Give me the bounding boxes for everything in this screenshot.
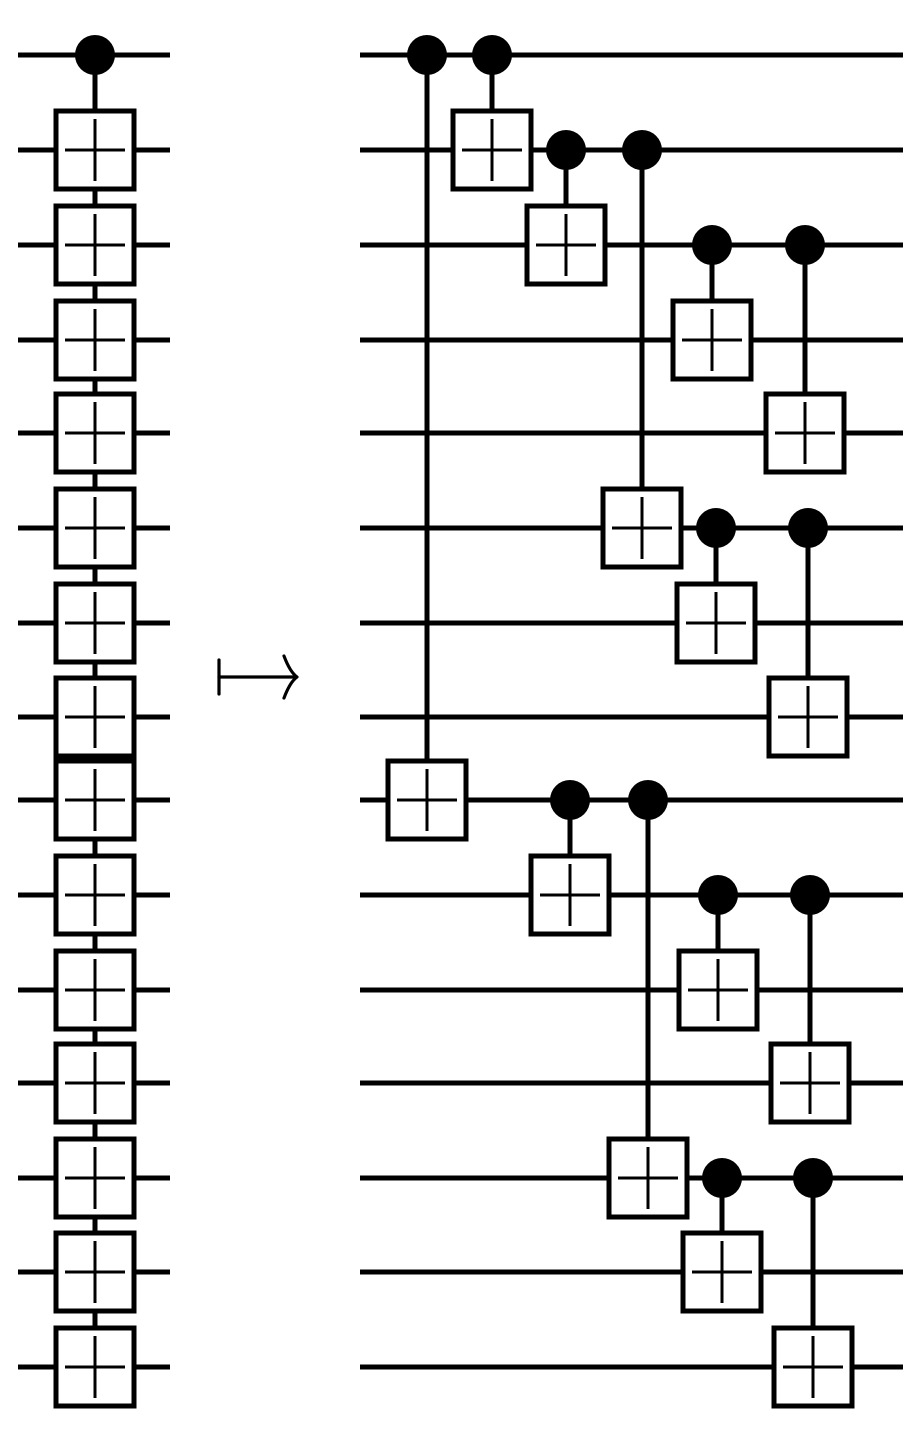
control-dot bbox=[698, 875, 738, 915]
cnot-gate bbox=[768, 875, 852, 1125]
cnot-gate bbox=[676, 875, 760, 1032]
control-dot bbox=[75, 35, 115, 75]
control-dot bbox=[790, 875, 830, 915]
control-dot bbox=[628, 780, 668, 820]
control-dot bbox=[793, 1158, 833, 1198]
control-dot bbox=[546, 130, 586, 170]
control-dot bbox=[788, 508, 828, 548]
right-tree-circuit bbox=[360, 35, 903, 1409]
cnot-gate bbox=[528, 780, 612, 937]
cnot-gate bbox=[766, 508, 850, 759]
mapsto-head bbox=[282, 654, 299, 700]
control-dot bbox=[472, 35, 512, 75]
cnot-gate bbox=[385, 35, 469, 842]
control-dot bbox=[785, 225, 825, 265]
cnot-gate bbox=[450, 35, 534, 192]
mapsto-arrow bbox=[217, 654, 299, 700]
cnot-gate bbox=[674, 508, 758, 665]
cnot-gate bbox=[680, 1158, 764, 1314]
cnot-gate bbox=[670, 225, 754, 382]
left-fanout-circuit bbox=[18, 35, 170, 1409]
control-dot bbox=[407, 35, 447, 75]
cnot-gate bbox=[524, 130, 608, 287]
cnot-gate bbox=[763, 225, 847, 475]
control-dot bbox=[622, 130, 662, 170]
control-dot bbox=[702, 1158, 742, 1198]
control-dot bbox=[550, 780, 590, 820]
cnot-gate bbox=[600, 130, 684, 570]
control-dot bbox=[692, 225, 732, 265]
control-dot bbox=[696, 508, 736, 548]
cnot-gate bbox=[771, 1158, 855, 1409]
cnot-gate bbox=[606, 780, 690, 1220]
